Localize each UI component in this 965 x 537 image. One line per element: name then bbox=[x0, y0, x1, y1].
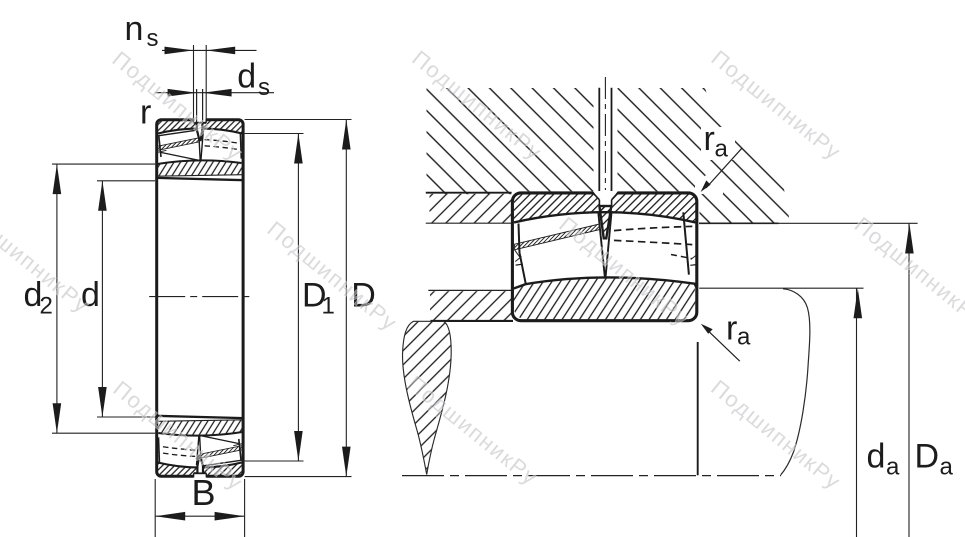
svg-text:r: r bbox=[726, 310, 737, 348]
svg-text:a: a bbox=[715, 136, 729, 163]
svg-text:B: B bbox=[192, 472, 216, 513]
svg-text:D: D bbox=[302, 276, 327, 314]
svg-text:s: s bbox=[147, 25, 159, 52]
svg-text:D: D bbox=[351, 276, 376, 314]
svg-text:2: 2 bbox=[40, 293, 53, 320]
svg-text:ПодшипникРу: ПодшипникРу bbox=[109, 376, 249, 496]
svg-text:D: D bbox=[915, 438, 940, 476]
svg-text:r: r bbox=[140, 94, 151, 132]
svg-text:d: d bbox=[24, 276, 43, 314]
svg-text:a: a bbox=[737, 324, 751, 351]
svg-text:d: d bbox=[237, 57, 256, 95]
svg-text:s: s bbox=[258, 74, 270, 101]
svg-text:a: a bbox=[886, 454, 900, 481]
svg-text:ПодшипникРу: ПодшипникРу bbox=[706, 375, 846, 495]
svg-text:d: d bbox=[81, 276, 100, 314]
svg-text:a: a bbox=[940, 454, 954, 481]
svg-text:1: 1 bbox=[322, 293, 335, 320]
svg-text:n: n bbox=[125, 10, 144, 48]
svg-text:r: r bbox=[704, 120, 715, 158]
svg-text:d: d bbox=[867, 438, 886, 476]
svg-text:ПодшипникРу: ПодшипникРу bbox=[850, 212, 965, 332]
svg-text:ПодшипникРу: ПодшипникРу bbox=[108, 46, 248, 166]
